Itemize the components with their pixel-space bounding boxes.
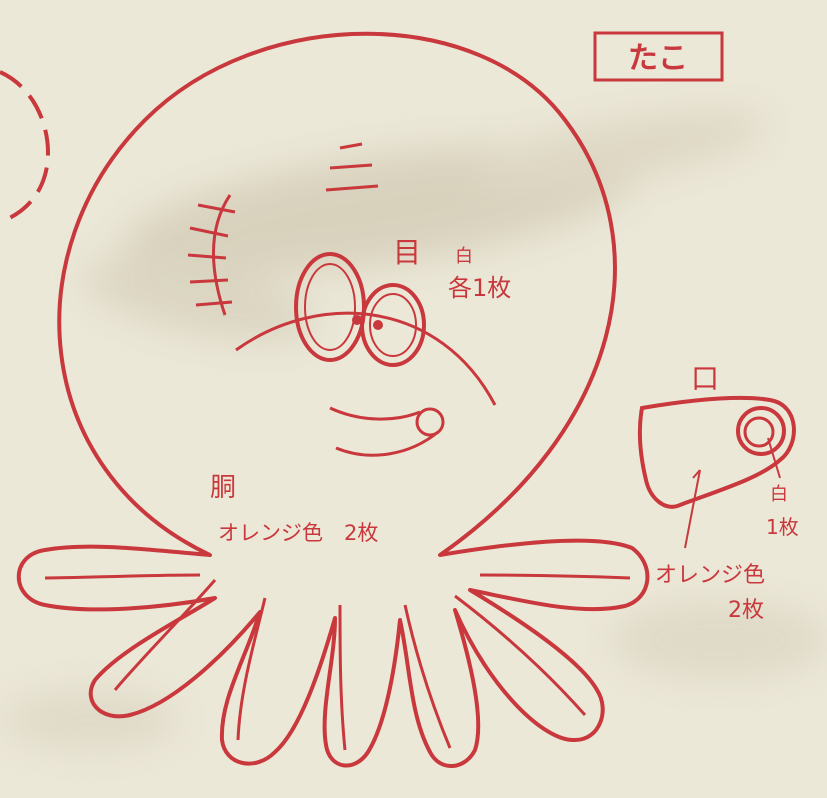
pupil-right: [373, 320, 383, 330]
stitch-marks-top: [325, 142, 379, 192]
mouth-name-label: 口: [691, 362, 719, 395]
paper-texture: [0, 110, 827, 750]
mouth-outer-color-label: オレンジ色: [655, 563, 765, 588]
mouth-inner-color-label: 白: [770, 484, 788, 505]
body-name-label: 胴: [210, 473, 236, 503]
mouth-outer-count-label: 2枚: [728, 598, 764, 623]
eye-right: [360, 283, 426, 367]
tentacle-inner-lines: [44, 573, 631, 751]
eye-name-label: 目: [393, 236, 421, 269]
octopus-body-outline: [16, 31, 650, 768]
neighbor-pattern-dashed-arc: [0, 70, 50, 224]
mouth-on-body: [329, 406, 445, 457]
eye-count-label: 各1枚: [448, 274, 511, 302]
mouth-piece-outline: [637, 396, 796, 509]
leader-lines: [684, 437, 781, 549]
head-dividing-arc: [235, 311, 497, 406]
eye-color-label: 白: [455, 246, 473, 267]
title-text: たこ: [628, 41, 688, 76]
mouth-inner-count-label: 1枚: [766, 515, 799, 539]
stitch-marks-left: [187, 194, 236, 316]
pupil-left: [352, 315, 362, 325]
title-box: [593, 31, 724, 82]
mouth-inner-circle-outer: [736, 406, 786, 456]
eyes-group: [294, 252, 426, 367]
mouth-inner-circle: [743, 416, 775, 448]
body-spec-label: オレンジ色 2枚: [218, 521, 378, 545]
